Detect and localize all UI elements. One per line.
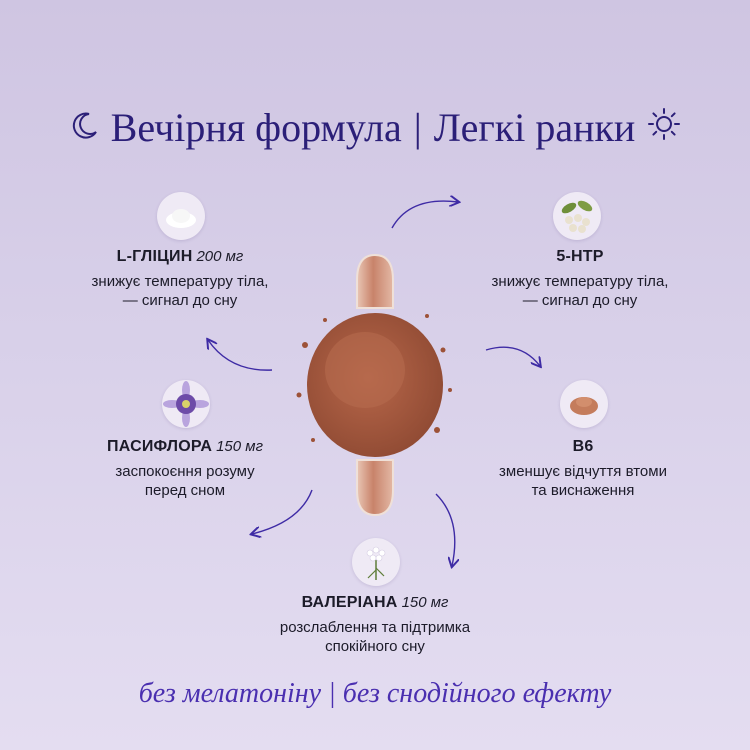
ingredient-desc: зменшує відчуття втоми bbox=[499, 463, 667, 480]
ingredient-b6: B6 зменшує відчуття втоми та виснаження bbox=[458, 438, 708, 500]
valerian-flower-icon bbox=[352, 538, 400, 586]
capsule-powder-illustration bbox=[296, 253, 452, 517]
ingredient-name: ПАСИФЛОРА bbox=[107, 438, 213, 455]
ingredient-desc: знижує температуру тіла, bbox=[491, 273, 669, 290]
sun-icon bbox=[647, 104, 681, 151]
crescent-moon-icon bbox=[69, 104, 99, 151]
arrow-top bbox=[391, 201, 458, 229]
title-left: Вечірня формула bbox=[110, 105, 402, 150]
ingredient-name: ВАЛЕРІАНА bbox=[301, 594, 398, 611]
ingredient-desc: перед сном bbox=[144, 482, 226, 499]
ingredient-name: 5-HTP bbox=[556, 248, 604, 265]
ingredient-desc: розслаблення та підтримка bbox=[279, 619, 471, 636]
powder-icon bbox=[157, 192, 205, 240]
ingredient-dose: 150 мг bbox=[216, 438, 263, 455]
brown-powder-icon bbox=[560, 380, 608, 428]
title-separator: | bbox=[413, 105, 422, 150]
ingredient-desc: — сигнал до сну bbox=[122, 292, 238, 309]
ingredient-name: B6 bbox=[572, 438, 594, 455]
title-right: Легкі ранки bbox=[433, 105, 636, 150]
ingredient-desc: та виснаження bbox=[531, 482, 635, 499]
passionflower-icon bbox=[162, 380, 210, 428]
arrow-right-upper bbox=[485, 346, 540, 366]
footer-tagline: без мелатоніну | без снодійного ефекту bbox=[138, 678, 612, 709]
ingredient-desc: спокійного сну bbox=[325, 638, 425, 655]
ingredient-desc: — сигнал до сну bbox=[522, 292, 638, 309]
ingredient-desc: заспокоєння розуму bbox=[115, 463, 255, 480]
ingredient-dose: 150 мг bbox=[401, 594, 449, 611]
page-title: Вечірня формула | Легкі ранки bbox=[0, 104, 750, 151]
ingredient-dose: 200 мг bbox=[196, 248, 244, 265]
ingredient-name: L-ГЛІЦИН bbox=[116, 248, 193, 265]
arrow-left-upper bbox=[208, 340, 273, 371]
ingredient-desc: знижує температуру тіла, bbox=[91, 273, 269, 290]
arrow-left-lower bbox=[252, 489, 313, 534]
arrow-right-lower bbox=[435, 493, 455, 566]
ingredient-5-htp: 5-HTP знижує температуру тіла, — сигнал д… bbox=[455, 248, 705, 310]
seeds-icon bbox=[553, 192, 601, 240]
